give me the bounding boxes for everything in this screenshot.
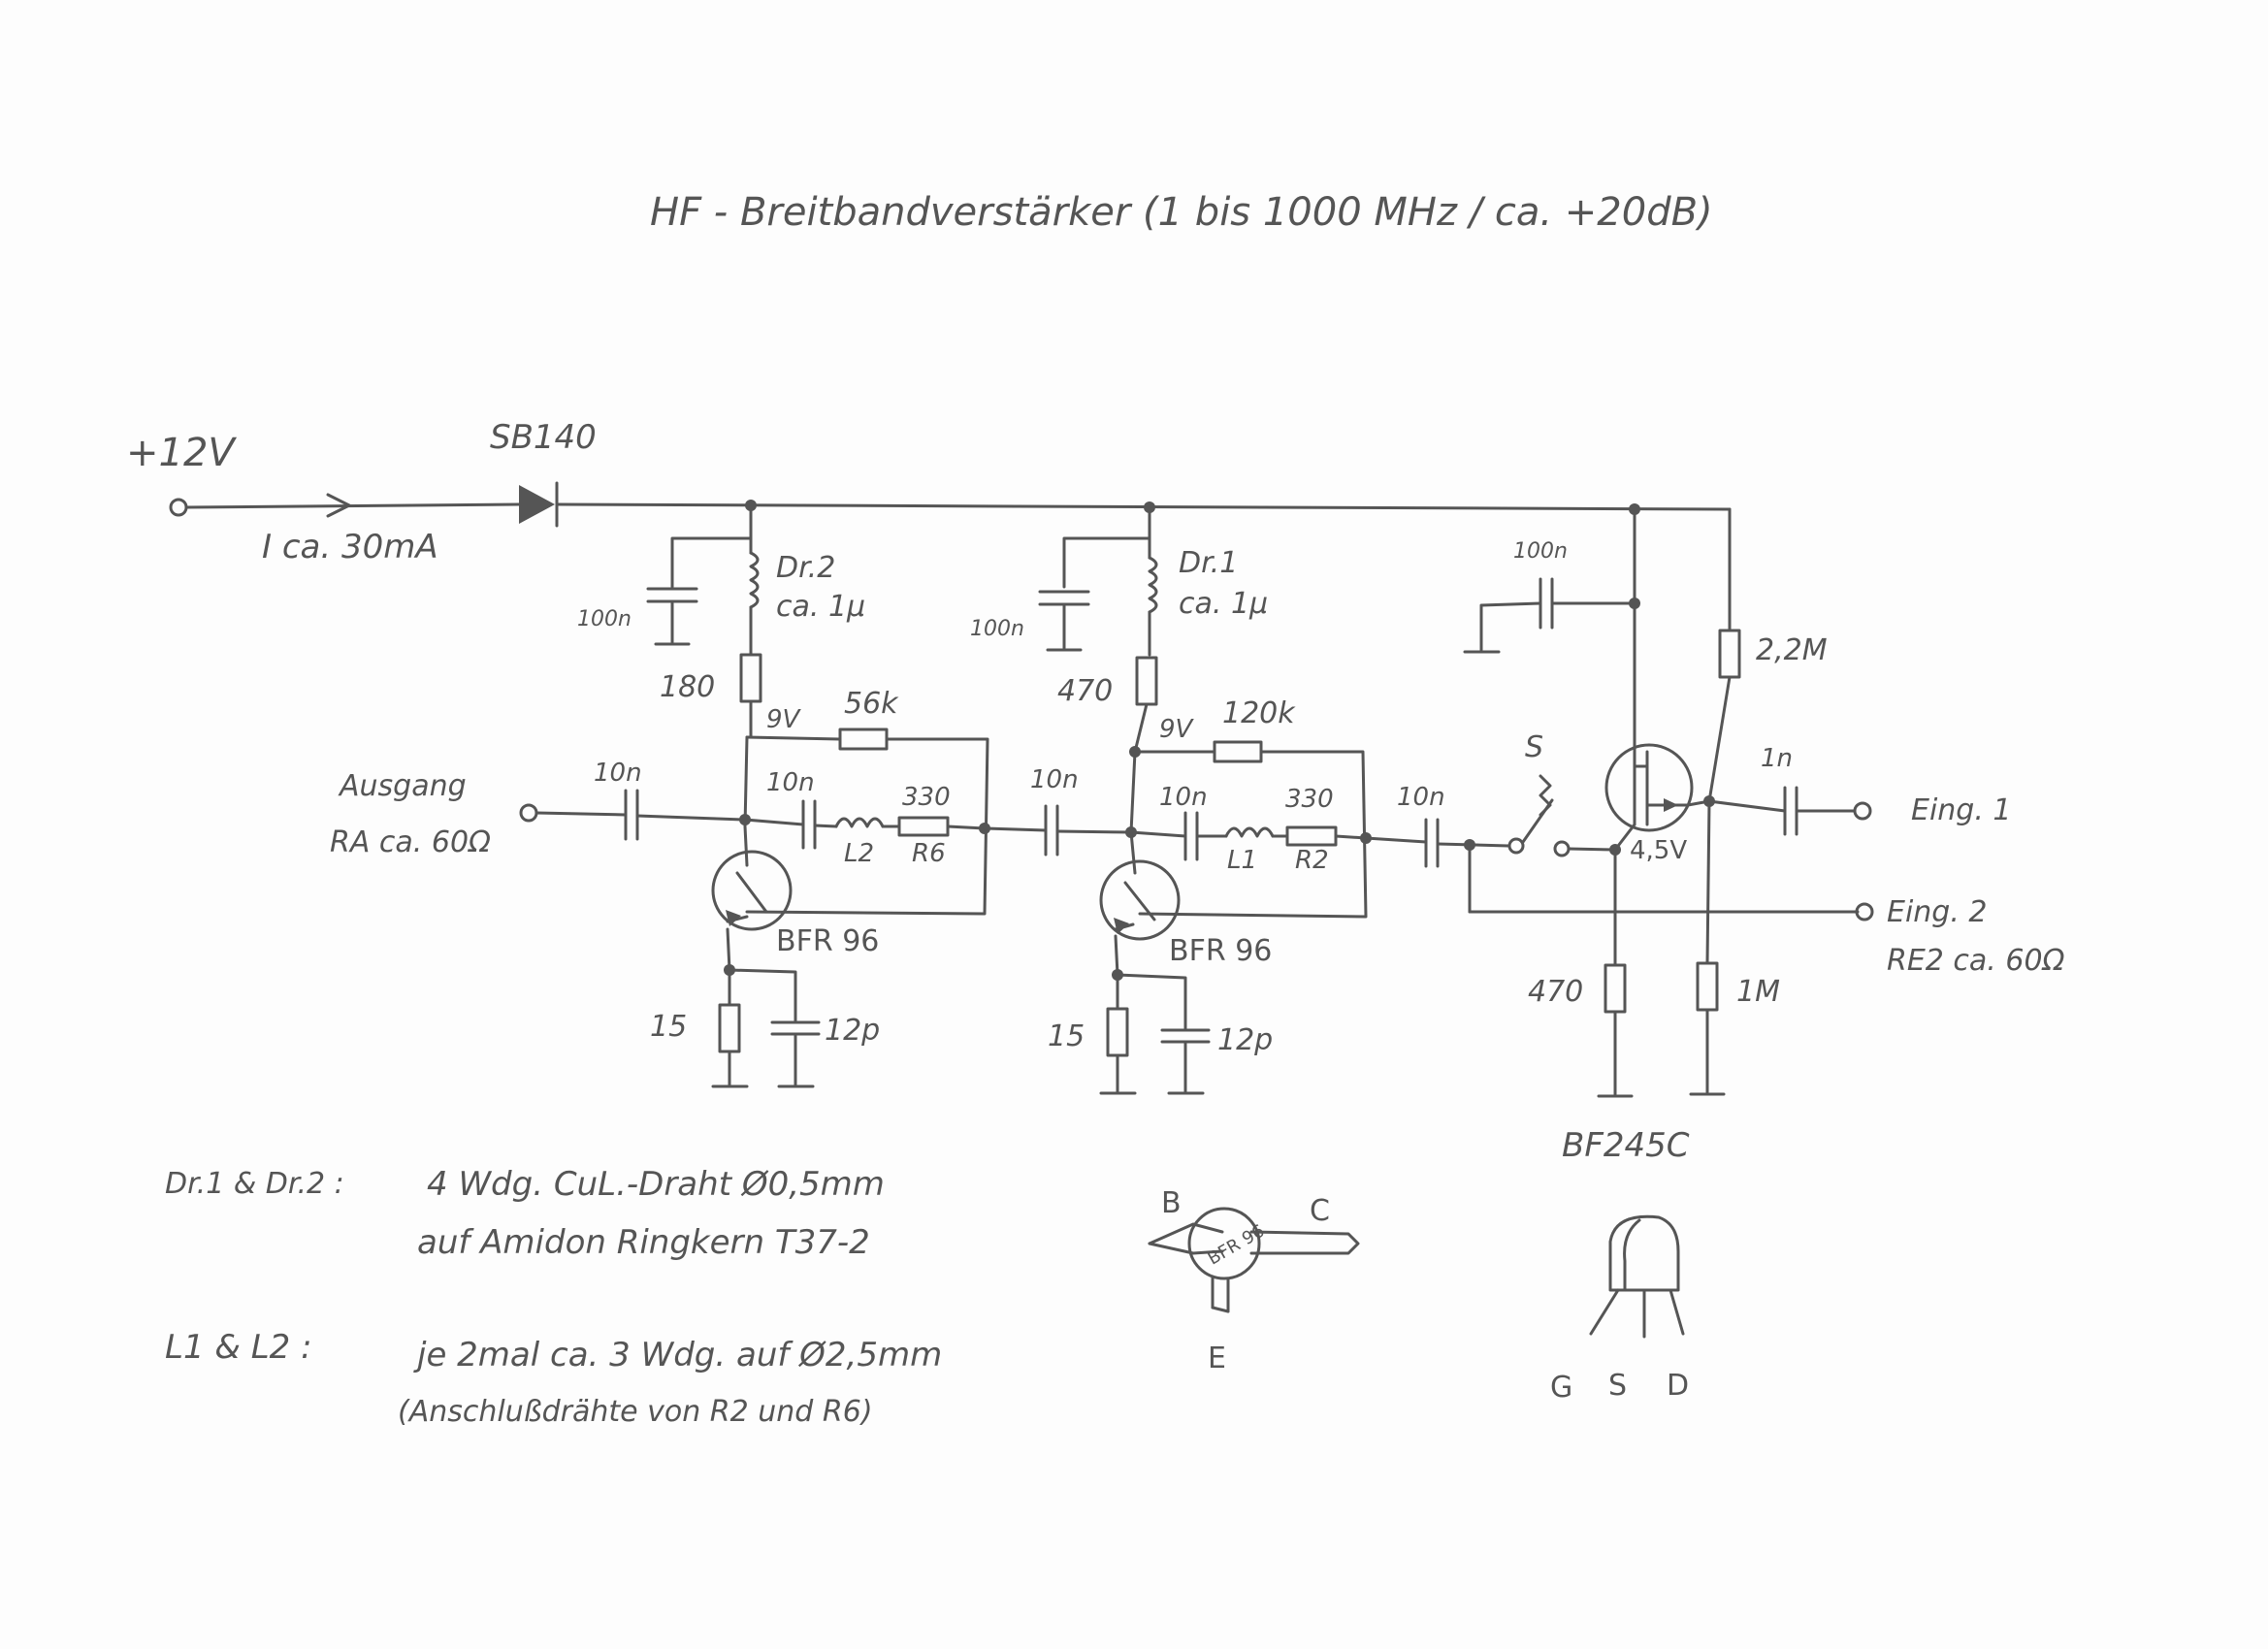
svg-text:330: 330: [902, 783, 951, 812]
current-arrow: [326, 493, 351, 518]
output-label: Ausgang: [338, 769, 467, 803]
svg-text:Dr.1: Dr.1: [1179, 546, 1238, 580]
svg-text:15: 15: [650, 1010, 687, 1044]
input1-terminal[interactable]: [1853, 801, 1872, 821]
stage2-transistor: BFR 96: [1099, 830, 1272, 977]
svg-text:je 2mal ca. 3 Wdg. auf Ø2,5mm: je 2mal ca. 3 Wdg. auf Ø2,5mm: [413, 1336, 942, 1374]
svg-text:1n: 1n: [1761, 744, 1793, 773]
input2-terminal[interactable]: [1855, 902, 1874, 922]
supply-terminal: [169, 498, 188, 517]
svg-text:C: C: [1310, 1194, 1330, 1228]
selector-switch[interactable]: S: [1507, 730, 1571, 857]
fet-bf245c: 4,5V BF245C: [1562, 743, 1711, 1165]
svg-text:4,5V: 4,5V: [1630, 836, 1687, 865]
stage1-choke: Dr.2 ca. 1μ: [749, 503, 865, 657]
stage2-interstage-cap: 10n: [983, 765, 1133, 857]
diode-sb140: SB140: [490, 418, 597, 528]
svg-text:S: S: [1525, 730, 1543, 764]
svg-text:R2: R2: [1295, 846, 1329, 875]
fet-label: BF245C: [1562, 1126, 1690, 1165]
output-impedance: RA ca. 60Ω: [330, 825, 491, 859]
gate-resistor-top: 2,2M: [1707, 629, 1828, 803]
svg-text:R6: R6: [912, 839, 946, 868]
title: HF - Breitbandverstärker (1 bis 1000 MHz…: [650, 190, 1713, 235]
svg-text:10n: 10n: [1159, 783, 1208, 812]
svg-text:9V: 9V: [1159, 715, 1195, 744]
stage1-output-cap: 10n: [519, 759, 747, 841]
input-cap-1n: 1n: [1707, 744, 1857, 836]
svg-text:BFR 96: BFR 96: [776, 924, 879, 958]
stage1-emitter-network: 15 12p: [650, 968, 880, 1088]
svg-text:100n: 100n: [577, 607, 632, 631]
svg-text:(Anschlußdrähte von R2 und R6): (Anschlußdrähte von R2 und R6): [398, 1395, 873, 1429]
svg-text:10n: 10n: [1030, 765, 1079, 794]
svg-text:auf Amidon Ringkern T37-2: auf Amidon Ringkern T37-2: [417, 1223, 870, 1262]
svg-text:56k: 56k: [844, 687, 899, 721]
svg-text:BFR 96: BFR 96: [1169, 934, 1272, 968]
source-resistor: 470: [1528, 848, 1634, 1098]
svg-text:ca. 1μ: ca. 1μ: [1179, 587, 1268, 621]
svg-text:10n: 10n: [1397, 783, 1445, 812]
stage2-choke: Dr.1 ca. 1μ: [1148, 505, 1268, 657]
input2-label: Eing. 2: [1887, 895, 1988, 929]
svg-text:470: 470: [1528, 975, 1583, 1009]
stage1: 100n Dr.2 ca. 1μ 180 9V 56k: [330, 503, 990, 1088]
input2-impedance: RE2 ca. 60Ω: [1887, 944, 2065, 978]
stage1-transistor: BFR 96: [711, 824, 879, 972]
svg-text:4 Wdg. CuL.-Draht Ø0,5mm: 4 Wdg. CuL.-Draht Ø0,5mm: [427, 1165, 885, 1204]
input1-label: Eing. 1: [1911, 793, 2012, 827]
supply-rail: +12V I ca. 30mA SB140: [126, 418, 1732, 632]
svg-text:2,2M: 2,2M: [1756, 633, 1828, 667]
svg-text:S: S: [1608, 1369, 1627, 1403]
supply-current-label: I ca. 30mA: [262, 528, 438, 566]
svg-text:180: 180: [660, 670, 715, 704]
winding-notes: Dr.1 & Dr.2 : 4 Wdg. CuL.-Draht Ø0,5mm a…: [165, 1165, 942, 1429]
bf245c-pinout: G S D: [1550, 1214, 1689, 1405]
svg-text:L1: L1: [1227, 846, 1257, 875]
stage2-collector-resistor: 470 9V: [1057, 656, 1195, 754]
svg-text:10n: 10n: [766, 768, 815, 797]
svg-text:L2: L2: [844, 839, 874, 868]
svg-text:100n: 100n: [970, 617, 1024, 641]
svg-text:Dr.1 & Dr.2 :: Dr.1 & Dr.2 :: [165, 1167, 344, 1201]
svg-text:L1 & L2 :: L1 & L2 :: [165, 1328, 312, 1367]
input-stage: 10n Eing. 2 RE2 ca. 60Ω S 100n: [1364, 507, 2065, 1165]
svg-text:9V: 9V: [766, 705, 802, 734]
svg-text:1M: 1M: [1736, 975, 1780, 1009]
diode-label: SB140: [490, 418, 597, 457]
svg-text:12p: 12p: [825, 1014, 880, 1048]
svg-text:10n: 10n: [594, 759, 642, 788]
svg-text:ca. 1μ: ca. 1μ: [776, 590, 865, 624]
stage1-feedback-chain: 10n L2 330 R6: [743, 768, 987, 868]
stage2-feedback-chain: 10n L1 330 R2: [1129, 783, 1368, 875]
svg-text:12p: 12p: [1217, 1023, 1273, 1057]
stage1-collector-resistor: 180 9V: [660, 653, 802, 739]
stage1-decoupling-cap: 100n: [577, 536, 753, 646]
svg-text:470: 470: [1057, 674, 1113, 708]
bfr96-pinout: BFR 96 B C E: [1148, 1186, 1360, 1375]
output-terminal: [519, 803, 538, 823]
svg-text:G: G: [1550, 1371, 1572, 1405]
supply-voltage-label: +12V: [126, 431, 237, 475]
svg-text:15: 15: [1048, 1019, 1085, 1053]
svg-text:B: B: [1161, 1186, 1182, 1220]
svg-text:Dr.2: Dr.2: [776, 551, 835, 585]
drain-bypass-cap: 100n: [1463, 507, 1636, 768]
stage2-emitter-network: 15 12p: [1048, 973, 1273, 1095]
svg-text:E: E: [1208, 1342, 1226, 1375]
svg-text:330: 330: [1285, 785, 1334, 814]
svg-text:120k: 120k: [1222, 696, 1296, 730]
svg-text:D: D: [1667, 1369, 1689, 1403]
stage2: 10n 100n Dr.1 ca. 1μ 470 9V: [970, 505, 1372, 1095]
svg-text:100n: 100n: [1513, 539, 1568, 564]
input-coupling-cap: 10n: [1364, 783, 1510, 868]
gate-resistor-bottom: 1M: [1689, 799, 1780, 1096]
stage2-decoupling-cap: 100n: [970, 536, 1151, 652]
